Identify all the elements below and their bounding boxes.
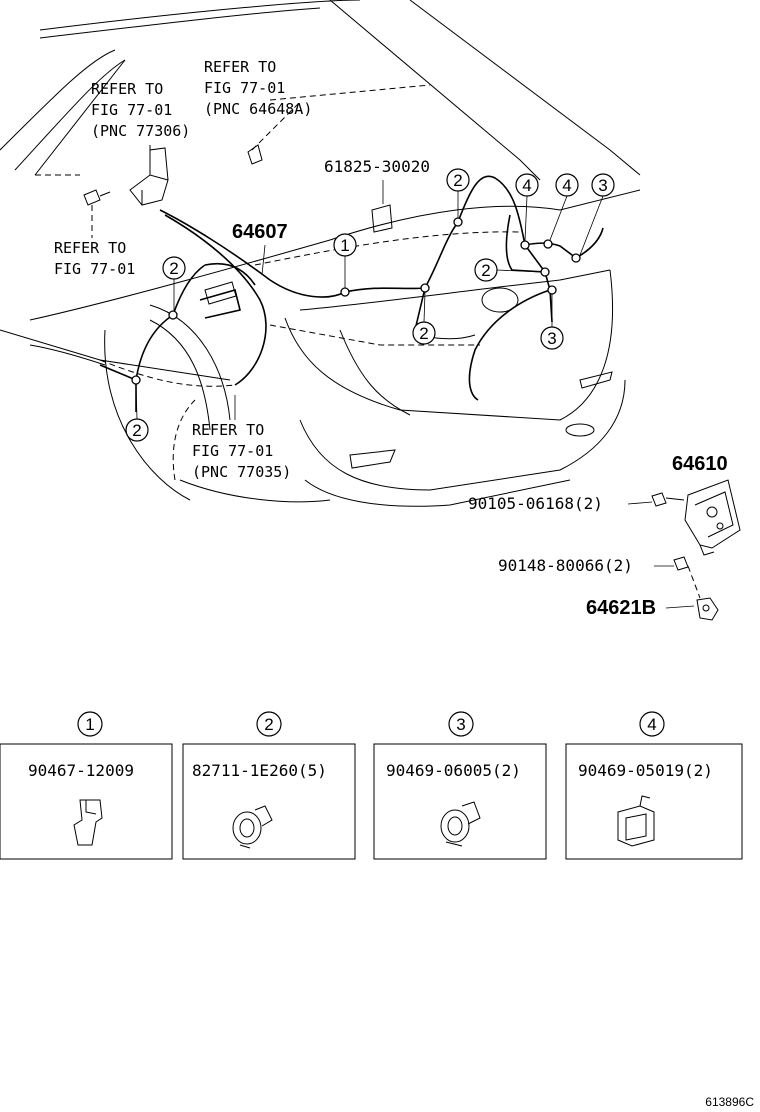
opener-lever-assembly bbox=[129, 147, 169, 206]
svg-text:90469-05019(2): 90469-05019(2) bbox=[578, 761, 713, 780]
svg-text:4: 4 bbox=[522, 176, 531, 195]
svg-text:(PNC 77035): (PNC 77035) bbox=[192, 463, 291, 481]
part-label-61825-30020: 61825-30020 bbox=[324, 157, 430, 204]
svg-text:1: 1 bbox=[85, 715, 94, 734]
part-label-64610: 64610 bbox=[672, 453, 728, 475]
refer-label-pnc-77035: REFER TO FIG 77-01 (PNC 77035) bbox=[192, 395, 291, 481]
part-label-90105-06168: 90105-06168(2) bbox=[468, 494, 653, 513]
svg-text:2: 2 bbox=[481, 261, 490, 280]
svg-text:2: 2 bbox=[132, 421, 141, 440]
striker-64621b bbox=[696, 597, 719, 621]
callout-4-a: 4 bbox=[515, 173, 539, 242]
svg-text:REFER TO: REFER TO bbox=[204, 58, 276, 76]
svg-text:2: 2 bbox=[453, 171, 462, 190]
svg-text:3: 3 bbox=[547, 329, 556, 348]
callout-2-c: 2 bbox=[412, 291, 436, 345]
bolt-90105 bbox=[651, 492, 685, 507]
callout-2-d: 2 bbox=[474, 258, 542, 282]
svg-text:FIG 77-01: FIG 77-01 bbox=[204, 79, 285, 97]
svg-text:FIG 77-01: FIG 77-01 bbox=[54, 260, 135, 278]
refer-label-pnc-77306: REFER TO FIG 77-01 (PNC 77306) bbox=[91, 80, 190, 172]
cable-clip-points bbox=[131, 217, 581, 385]
callout-4-b: 4 bbox=[549, 173, 579, 241]
callout-2-a: 2 bbox=[446, 168, 470, 218]
svg-text:1: 1 bbox=[340, 236, 349, 255]
svg-text:90105-06168(2): 90105-06168(2) bbox=[468, 494, 603, 513]
svg-text:82711-1E260(5): 82711-1E260(5) bbox=[192, 761, 327, 780]
svg-text:3: 3 bbox=[456, 715, 465, 734]
bolt-90148 bbox=[673, 556, 701, 599]
refer-label-fig-77-01: REFER TO FIG 77-01 bbox=[54, 205, 135, 278]
part-label-64607: 64607 bbox=[232, 221, 288, 276]
svg-text:3: 3 bbox=[598, 176, 607, 195]
svg-text:90148-80066(2): 90148-80066(2) bbox=[498, 556, 633, 575]
svg-text:4: 4 bbox=[647, 715, 656, 734]
part-label-90148-80066: 90148-80066(2) bbox=[498, 556, 674, 575]
callout-1-main: 1 bbox=[333, 233, 357, 288]
clip-82711-icon bbox=[232, 805, 273, 849]
svg-text:4: 4 bbox=[562, 176, 571, 195]
bolt-part bbox=[83, 189, 111, 206]
diagram-code: 613896C bbox=[705, 1095, 754, 1109]
callout-2-e: 2 bbox=[125, 383, 149, 442]
svg-text:64621B: 64621B bbox=[586, 597, 656, 619]
svg-text:64607: 64607 bbox=[232, 221, 288, 243]
part-label-64621b: 64621B bbox=[586, 597, 695, 619]
legend-item-3: 3 90469-06005(2) bbox=[373, 711, 547, 860]
callout-3-b: 3 bbox=[540, 294, 564, 350]
svg-text:FIG 77-01: FIG 77-01 bbox=[91, 101, 172, 119]
small-bracket-part bbox=[247, 144, 263, 165]
clip-90467-icon bbox=[73, 799, 103, 846]
svg-text:64610: 64610 bbox=[672, 453, 728, 475]
svg-text:61825-30020: 61825-30020 bbox=[324, 157, 430, 176]
trunk-lock-assembly-64610 bbox=[684, 479, 741, 556]
legend-item-4: 4 90469-05019(2) bbox=[565, 711, 743, 860]
svg-text:2: 2 bbox=[264, 715, 273, 734]
label-plate-61825 bbox=[371, 204, 393, 233]
svg-text:90469-06005(2): 90469-06005(2) bbox=[386, 761, 521, 780]
svg-text:REFER TO: REFER TO bbox=[54, 239, 126, 257]
svg-text:2: 2 bbox=[419, 324, 428, 343]
svg-text:90467-12009: 90467-12009 bbox=[28, 761, 134, 780]
legend-item-2: 2 82711-1E260(5) bbox=[182, 711, 356, 860]
cylinder-part bbox=[204, 281, 237, 305]
svg-text:REFER TO: REFER TO bbox=[192, 421, 264, 439]
trunk-opener-cable bbox=[99, 175, 604, 412]
legend-item-1: 1 90467-12009 bbox=[0, 711, 173, 860]
svg-text:REFER TO: REFER TO bbox=[91, 80, 163, 98]
callout-3-a: 3 bbox=[579, 173, 615, 256]
clip-90469-06005-icon bbox=[440, 801, 481, 847]
clip-90469-05019-icon bbox=[617, 795, 655, 847]
svg-text:FIG 77-01: FIG 77-01 bbox=[192, 442, 273, 460]
svg-text:2: 2 bbox=[169, 259, 178, 278]
refer-label-pnc-64648a: REFER TO FIG 77-01 (PNC 64648A) bbox=[204, 58, 312, 151]
callout-2-b: 2 bbox=[162, 256, 186, 311]
svg-text:(PNC 77306): (PNC 77306) bbox=[91, 122, 190, 140]
svg-text:(PNC 64648A): (PNC 64648A) bbox=[204, 100, 312, 118]
